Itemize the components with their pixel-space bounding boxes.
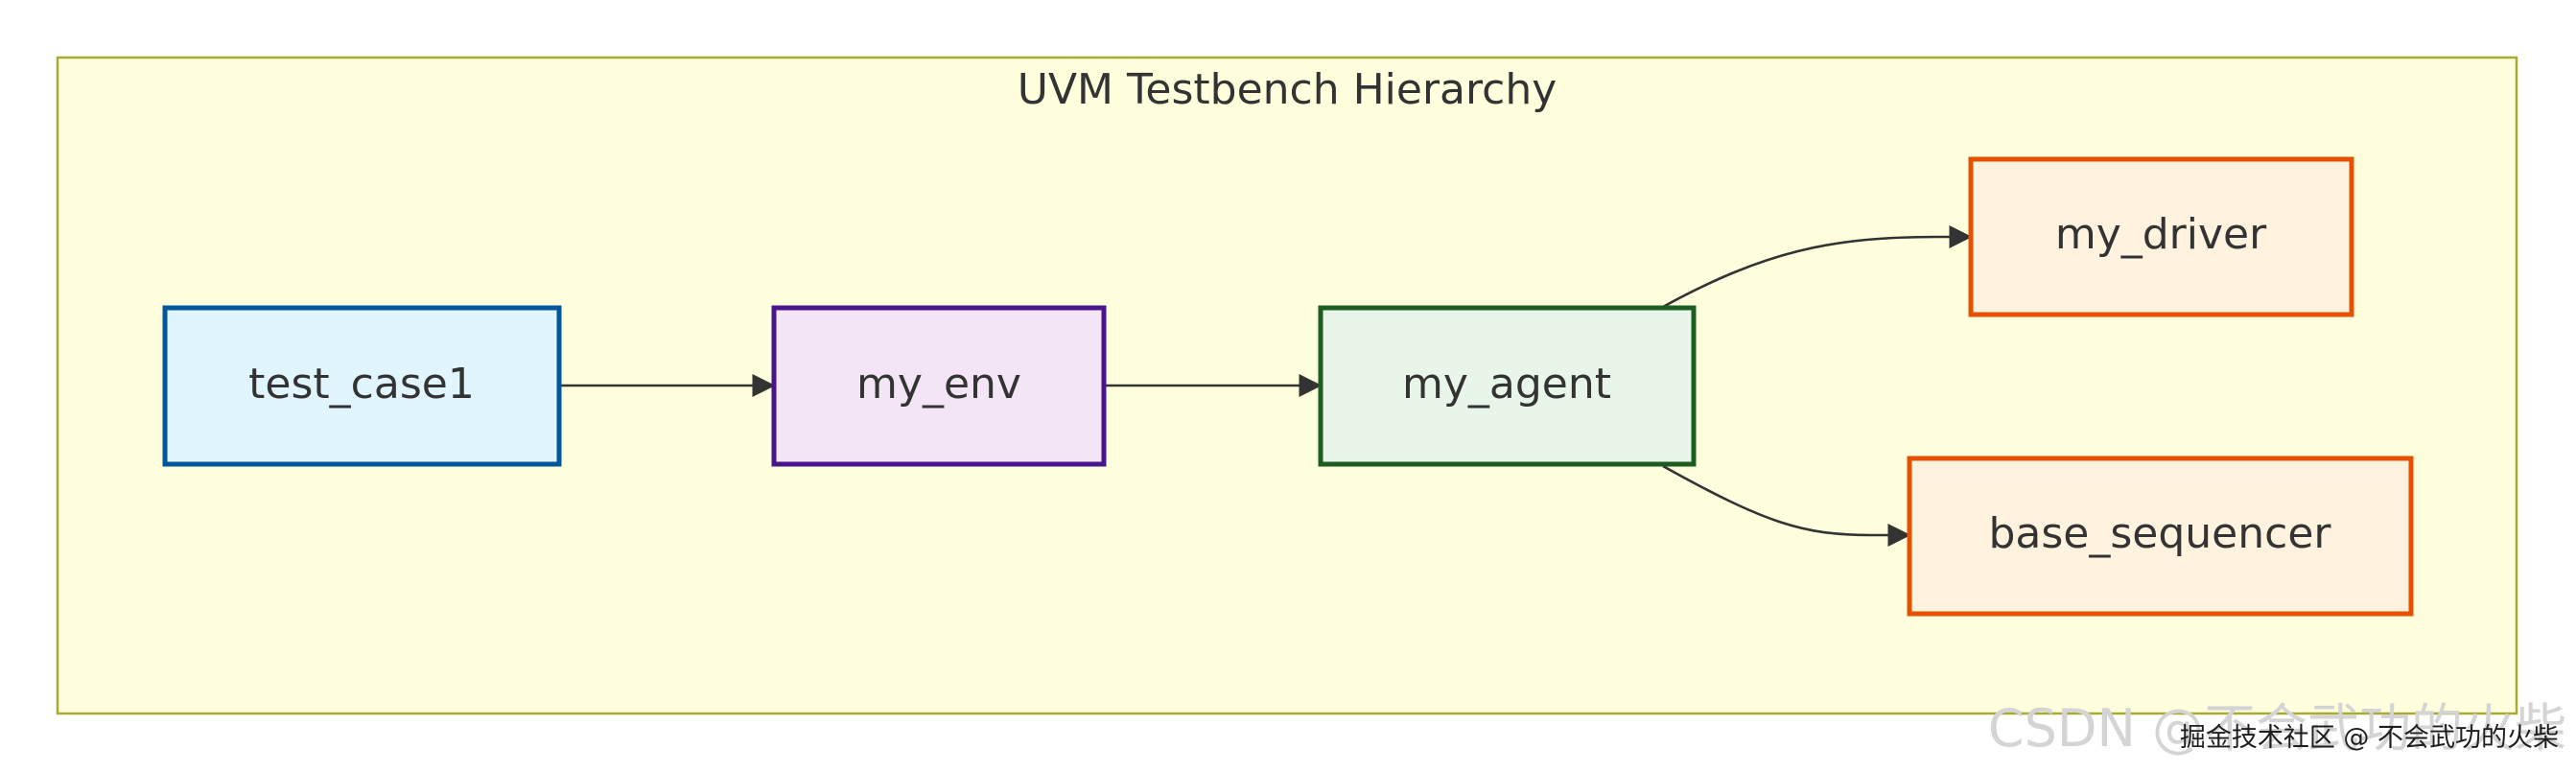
node-base_sequencer: base_sequencer [1907, 456, 2414, 617]
node-base_sequencer-box [1907, 456, 2414, 617]
edges [560, 225, 1973, 547]
node-test_case1-box [162, 305, 562, 467]
node-test_case1: test_case1 [162, 305, 562, 467]
node-my_agent-label: my_agent [1402, 360, 1611, 409]
watermark-juejin: 掘金技术社区 @ 不会武功的火柴 [2180, 723, 2559, 753]
edge-my_agent-base_sequencer [1662, 464, 1911, 547]
node-test_case1-label: test_case1 [248, 360, 475, 409]
node-my_env-label: my_env [856, 360, 1021, 409]
node-my_env: my_env [771, 305, 1107, 467]
node-my_driver-label: my_driver [2055, 210, 2267, 259]
watermark: CSDN @不会武功的火柴 掘金技术社区 @ 不会武功的火柴 [1988, 698, 2566, 759]
node-my_agent-box [1318, 305, 1697, 467]
edge-my_agent-my_driver [1662, 225, 1973, 309]
node-my_agent: my_agent [1318, 305, 1697, 467]
node-base_sequencer-label: base_sequencer [1988, 509, 2331, 558]
watermark-csdn: CSDN @不会武功的火柴 [1988, 698, 2566, 759]
node-my_driver: my_driver [1968, 156, 2354, 317]
node-my_driver-box [1968, 156, 2354, 317]
cluster-title: UVM Testbench Hierarchy [1018, 65, 1557, 114]
node-my_env-box [771, 305, 1107, 467]
